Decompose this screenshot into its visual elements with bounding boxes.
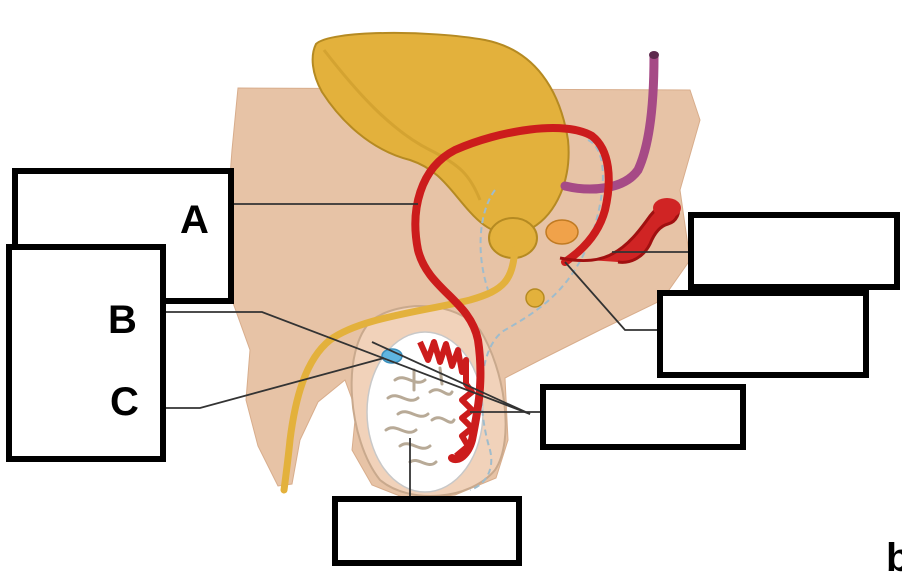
label-a: A [180, 200, 209, 240]
label-box-bottom[interactable] [332, 496, 522, 566]
label-box-right-top[interactable] [688, 212, 900, 290]
seminal-gland [546, 220, 578, 244]
label-b: B [108, 300, 137, 340]
label-corner: b [886, 538, 902, 578]
label-box-right-mid[interactable] [657, 290, 869, 378]
ureter-end [649, 51, 659, 59]
label-c: C [110, 382, 139, 422]
label-box-right-low[interactable] [540, 384, 746, 450]
label-box-bc[interactable] [6, 244, 166, 462]
bulbourethral-gland [526, 289, 544, 307]
seminal-vesicle-tip [653, 198, 681, 218]
